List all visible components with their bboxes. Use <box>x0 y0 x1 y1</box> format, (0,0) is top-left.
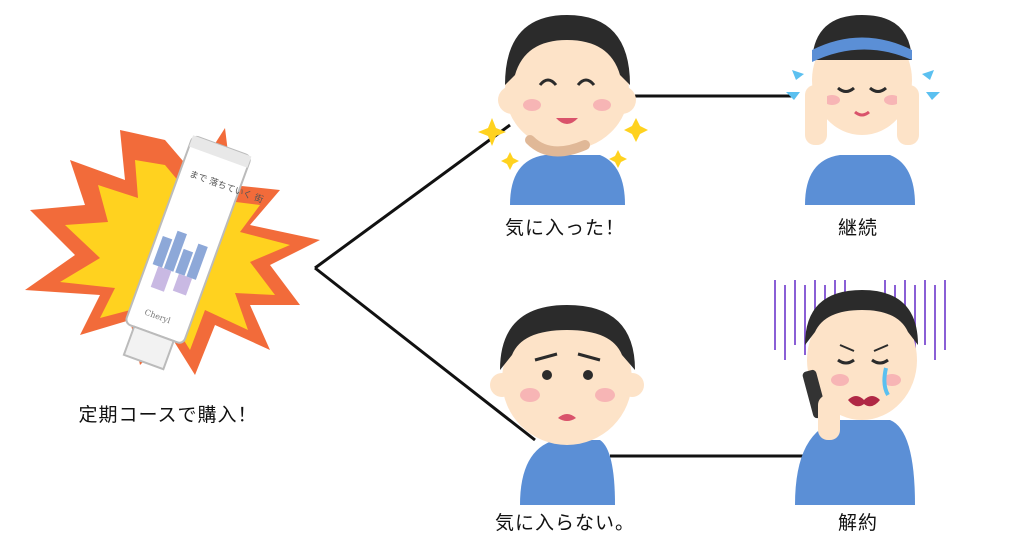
line-buy-to-dislike <box>314 266 536 442</box>
liked-label: 気に入った！ <box>504 217 626 239</box>
line-buy-to-like <box>314 123 511 270</box>
sweating-man-icon <box>786 15 940 205</box>
sad-man-icon <box>490 305 644 505</box>
cancel-label: 解約 <box>837 512 879 534</box>
connector-lines <box>314 94 810 458</box>
happy-man-icon <box>478 15 648 205</box>
purchase-label: 定期コースで購入！ <box>78 404 258 426</box>
gloom-lines-icon <box>774 280 946 360</box>
disliked-label: 気に入らない。 <box>494 512 636 534</box>
crying-man-phone-icon <box>795 290 918 505</box>
continue-label: 継続 <box>837 217 879 239</box>
